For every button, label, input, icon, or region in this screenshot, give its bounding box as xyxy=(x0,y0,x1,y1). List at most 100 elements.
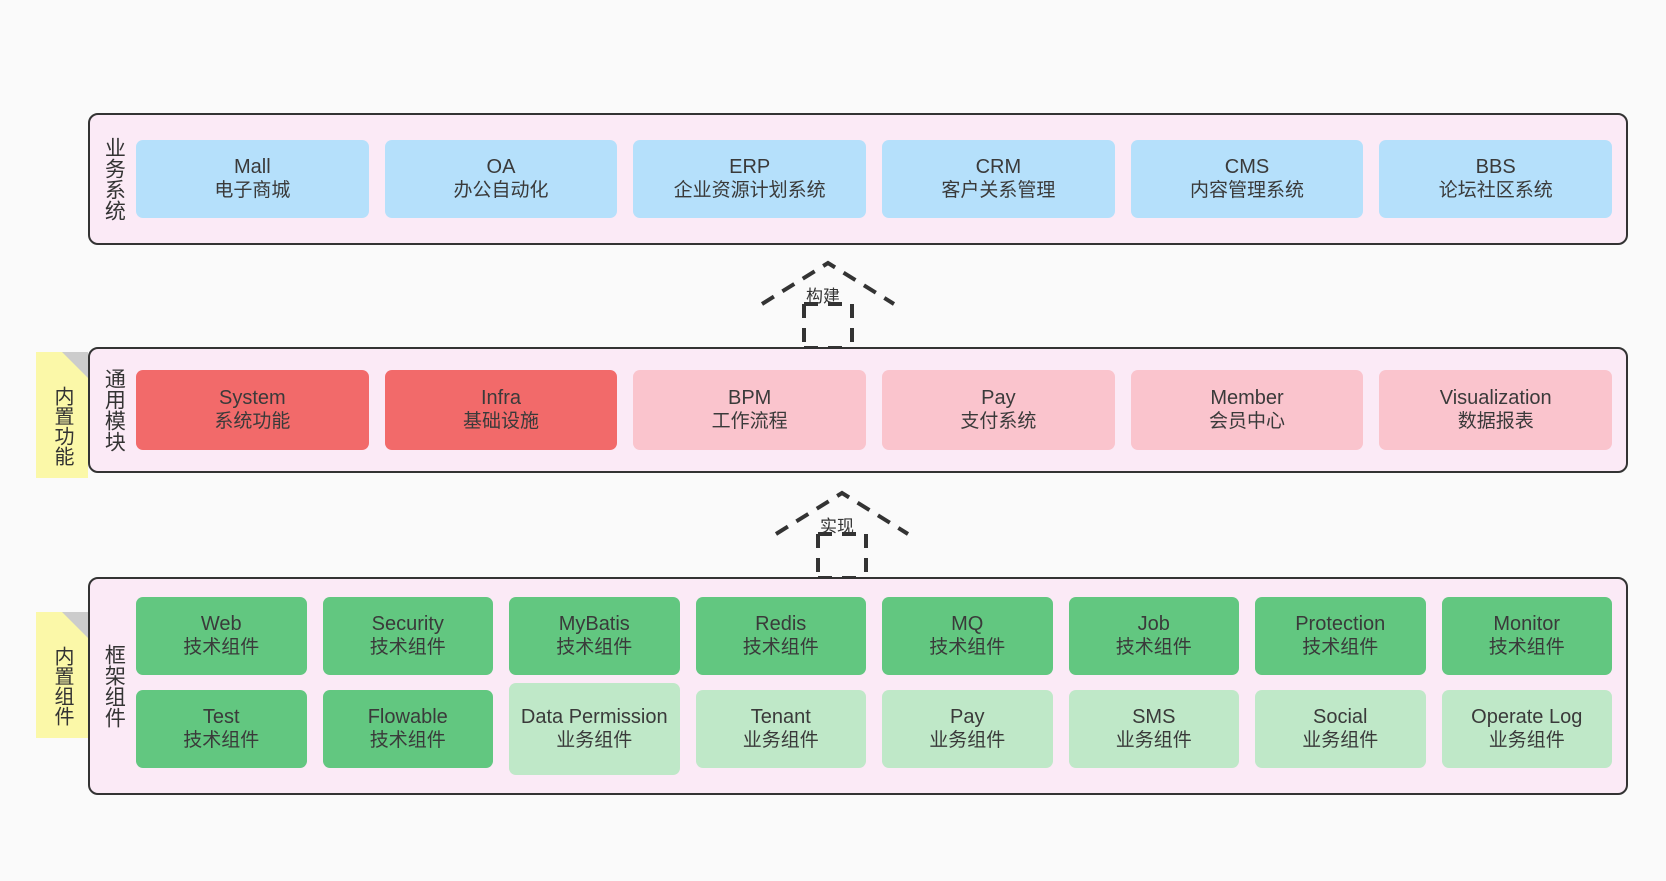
card-subtitle: 技术组件 xyxy=(369,637,446,659)
card-title: CRM xyxy=(975,155,1022,178)
card-title: OA xyxy=(486,155,516,178)
card-title: CMS xyxy=(1224,155,1270,178)
card-subtitle: 论坛社区系统 xyxy=(1438,180,1553,202)
note-builtin-component: 内置组件 xyxy=(36,612,88,738)
note-builtin-function-label: 内置功能 xyxy=(51,386,73,466)
card-subtitle: 业务组件 xyxy=(742,730,819,752)
connector-build: 构建 xyxy=(758,258,898,350)
card-subtitle: 数据报表 xyxy=(1457,411,1534,433)
note-fold-corner xyxy=(62,352,88,378)
card-title: Data Permission xyxy=(520,705,668,728)
card-subtitle: 技术组件 xyxy=(183,730,260,752)
card-subtitle: 业务组件 xyxy=(1488,730,1565,752)
card-title: Visualization xyxy=(1439,386,1552,409)
card-subtitle: 技术组件 xyxy=(1115,637,1192,659)
card-title: Social xyxy=(1313,705,1368,728)
card-title: BBS xyxy=(1475,155,1516,178)
card-subtitle: 工作流程 xyxy=(711,411,788,433)
note-builtin-function: 内置功能 xyxy=(36,352,88,478)
card-subtitle: 技术组件 xyxy=(556,637,633,659)
card-subtitle: 技术组件 xyxy=(929,637,1006,659)
connector-build-label: 构建 xyxy=(806,287,840,306)
card-title: Monitor xyxy=(1493,612,1561,635)
card-subtitle: 技术组件 xyxy=(369,730,446,752)
card-title: SMS xyxy=(1132,705,1176,728)
card-title: Redis xyxy=(755,612,807,635)
note-builtin-component-label: 内置组件 xyxy=(51,646,73,726)
card-subtitle: 业务组件 xyxy=(1302,730,1379,752)
card-title: Pay xyxy=(981,386,1016,409)
layer-title-common-module: 通用模块 xyxy=(102,368,126,452)
card-subtitle: 业务组件 xyxy=(929,730,1006,752)
card-title: Security xyxy=(371,612,444,635)
card-title: Operate Log xyxy=(1471,705,1583,728)
card-title: Job xyxy=(1137,612,1170,635)
connector-implement: 实现 xyxy=(772,488,912,580)
card-title: Pay xyxy=(950,705,985,728)
card-subtitle: 电子商城 xyxy=(214,180,291,202)
card-title: Infra xyxy=(480,386,522,409)
card-title: Web xyxy=(200,612,242,635)
note-fold-corner xyxy=(62,612,88,638)
card-subtitle: 业务组件 xyxy=(1115,730,1192,752)
card-subtitle: 技术组件 xyxy=(1302,637,1379,659)
card-subtitle: 企业资源计划系统 xyxy=(673,180,826,202)
layer-title-business-system: 业务系统 xyxy=(102,137,126,221)
card-title: Tenant xyxy=(750,705,811,728)
card-title: MQ xyxy=(951,612,984,635)
card-subtitle: 内容管理系统 xyxy=(1190,180,1305,202)
layer-title-framework-component: 框架组件 xyxy=(102,644,126,728)
card-subtitle: 客户关系管理 xyxy=(941,180,1056,202)
card-title: Mall xyxy=(234,155,271,178)
card-title: MyBatis xyxy=(558,612,630,635)
connector-implement-label: 实现 xyxy=(820,517,854,536)
card-subtitle: 办公自动化 xyxy=(453,180,549,202)
card-subtitle: 支付系统 xyxy=(960,411,1037,433)
card-title: System xyxy=(218,386,286,409)
card-title: ERP xyxy=(729,155,771,178)
card-title: Protection xyxy=(1295,612,1386,635)
card-subtitle: 系统功能 xyxy=(214,411,291,433)
card-title: Member xyxy=(1210,386,1284,409)
card-subtitle: 业务组件 xyxy=(556,730,633,752)
